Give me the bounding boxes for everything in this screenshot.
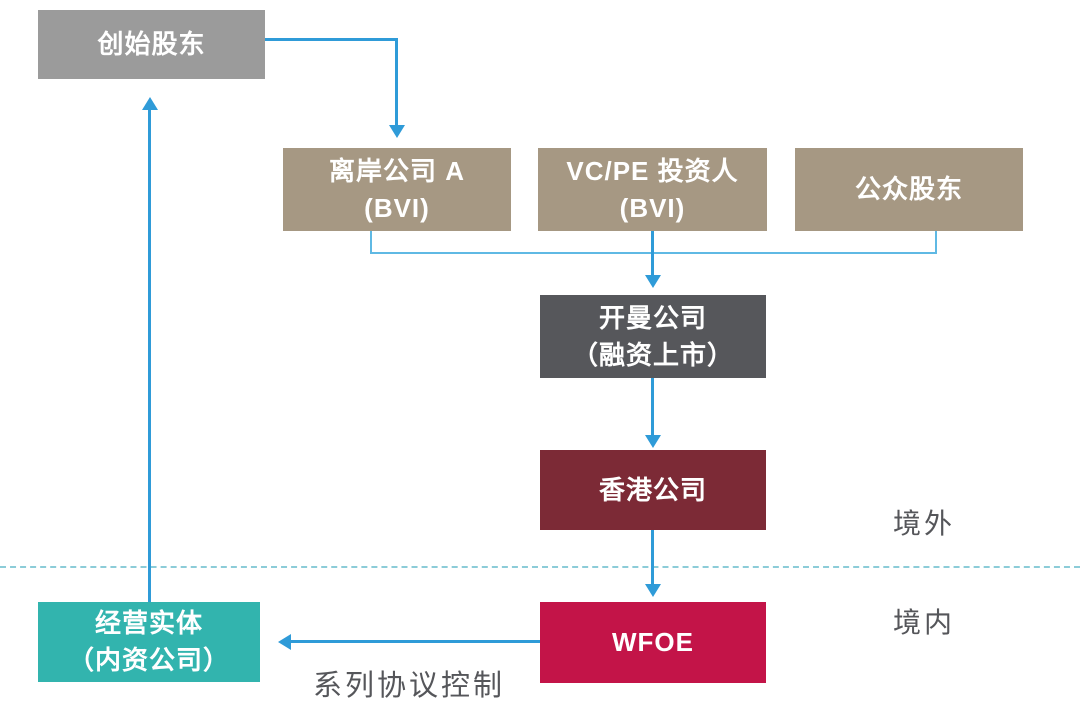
node-offshore-company-a-line2: (BVI) — [364, 192, 430, 223]
arrow-hk-to-wfoe-vline — [651, 530, 654, 584]
node-founding-shareholders-label: 创始股东 — [97, 29, 206, 59]
arrowhead-down-icon — [645, 584, 661, 597]
node-public-shareholders-label: 公众股东 — [854, 174, 963, 204]
node-cayman-company-line2: （融资上市） — [571, 339, 734, 370]
node-offshore-company-a: 离岸公司 A (BVI) — [283, 148, 511, 231]
arrowhead-down-icon — [389, 125, 405, 138]
connector-offshoreA-stub — [370, 231, 372, 253]
node-cayman-company-line1: 开曼公司 — [598, 302, 707, 333]
arrowhead-down-icon — [645, 275, 661, 288]
node-offshore-company-a-line1: 离岸公司 A — [328, 155, 465, 186]
arrow-opco-to-founding-vline — [148, 110, 151, 602]
node-vcpe-investors-line2: (BVI) — [619, 192, 686, 223]
offshore-onshore-divider — [0, 566, 1080, 568]
node-operating-entity-line2: （内资公司） — [67, 645, 230, 675]
arrow-cayman-to-hk-vline — [651, 378, 654, 435]
region-label-onshore: 境内 — [893, 607, 956, 638]
node-wfoe-label: WFOE — [612, 627, 694, 657]
arrow-shareholders-to-cayman-vline — [651, 231, 654, 275]
node-founding-shareholders: 创始股东 — [38, 10, 265, 79]
node-operating-entity-line1: 经营实体 — [94, 608, 203, 638]
arrowhead-left-icon — [278, 634, 291, 650]
arrow-founding-to-offshoreA-hline — [265, 38, 398, 41]
node-wfoe: WFOE — [540, 602, 766, 683]
arrowhead-up-icon — [142, 97, 158, 110]
node-public-shareholders: 公众股东 — [795, 148, 1023, 231]
arrow-wfoe-to-opco-hline — [291, 640, 540, 643]
node-operating-entity: 经营实体 （内资公司） — [38, 602, 260, 682]
node-hongkong-company-label: 香港公司 — [598, 474, 707, 505]
connector-public-stub — [935, 231, 937, 254]
node-vcpe-investors-line1: VC/PE 投资人 — [566, 155, 739, 186]
node-vcpe-investors: VC/PE 投资人 (BVI) — [538, 148, 767, 231]
arrowhead-down-icon — [645, 435, 661, 448]
arrow-founding-to-offshoreA-vline — [395, 38, 398, 126]
region-label-offshore: 境外 — [893, 508, 956, 539]
control-agreements-label: 系列协议控制 — [313, 670, 506, 702]
node-cayman-company: 开曼公司 （融资上市） — [540, 295, 766, 378]
node-hongkong-company: 香港公司 — [540, 450, 766, 530]
